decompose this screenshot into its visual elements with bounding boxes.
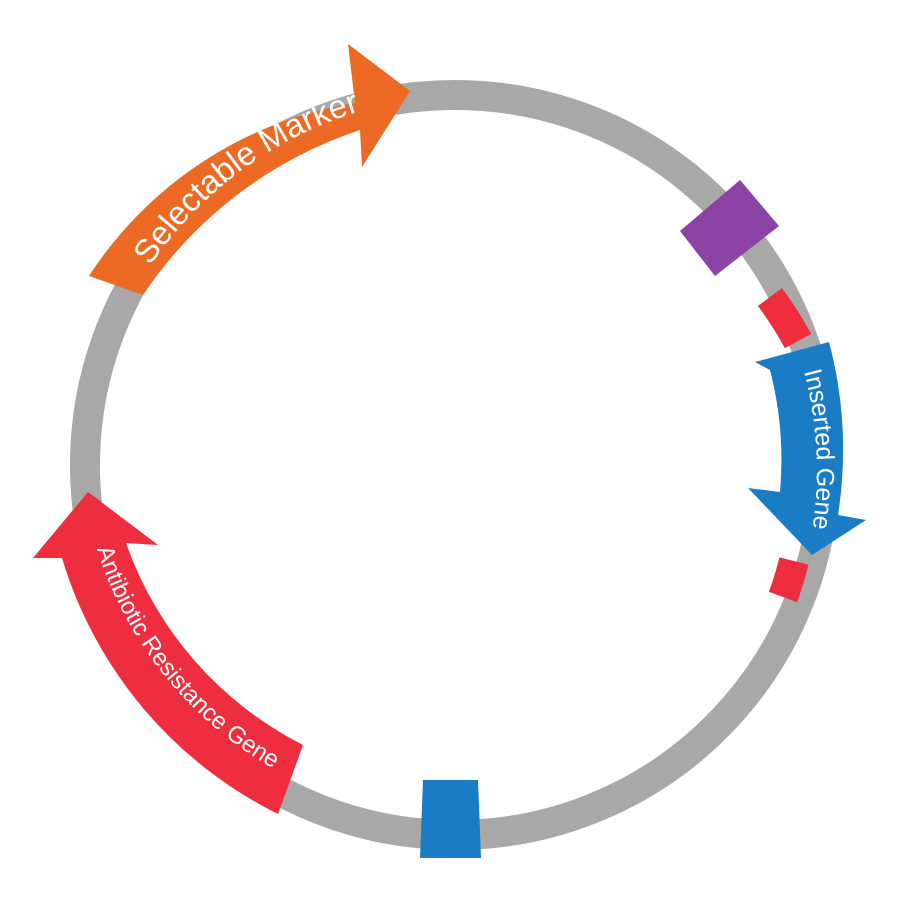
selectable-marker-arrow bbox=[89, 44, 410, 295]
insert-flank-upper bbox=[757, 288, 812, 349]
blue-site-block bbox=[420, 780, 481, 858]
selectable-marker-label-path: Selectable Marker bbox=[125, 83, 362, 270]
insert-flank-lower bbox=[768, 557, 809, 603]
antibiotic-resistance-arrow bbox=[33, 492, 303, 814]
inserted-gene-arrow bbox=[748, 342, 866, 555]
selectable-marker-label: Selectable Marker bbox=[125, 83, 362, 270]
purple-site-block bbox=[680, 180, 779, 276]
